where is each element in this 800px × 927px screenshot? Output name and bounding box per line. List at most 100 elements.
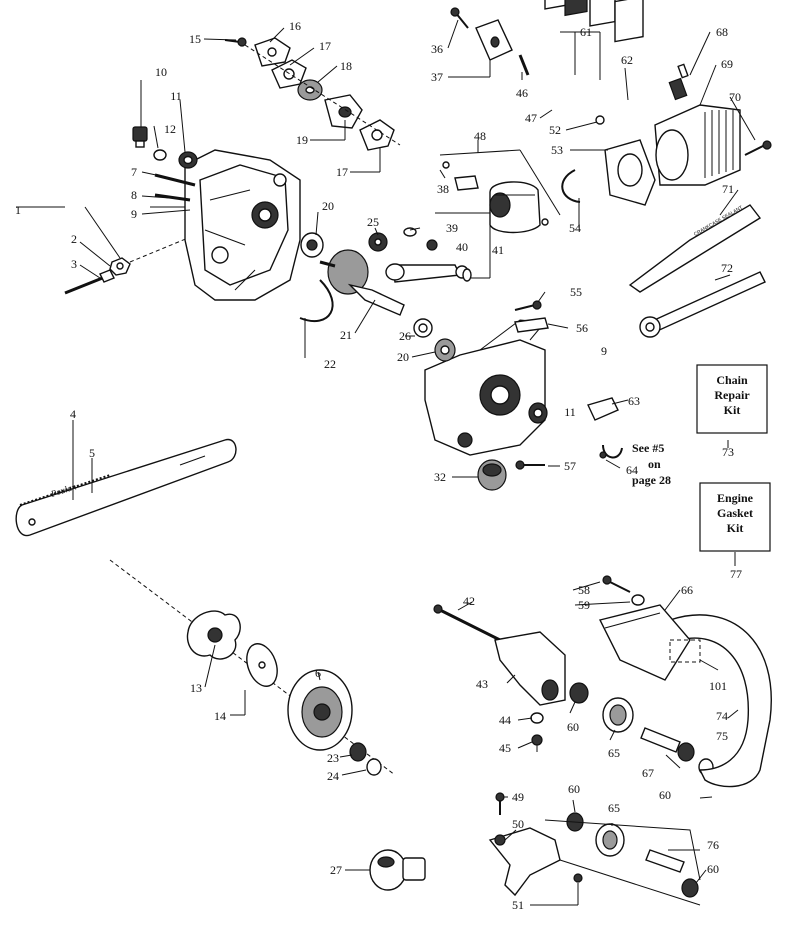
gasket-kit-line-3: Kit — [727, 521, 744, 535]
callout-32: 32 — [434, 470, 446, 484]
callout-23: 23 — [327, 751, 339, 765]
callout-57: 57 — [564, 459, 576, 473]
bearing-20-lower — [434, 338, 456, 362]
callout-16: 16 — [289, 19, 301, 33]
callout-37: 37 — [431, 70, 443, 84]
callout-36: 36 — [431, 42, 443, 56]
callout-11-upper: 11 — [170, 89, 182, 103]
chain-repair-kit-box: Chain Repair Kit — [696, 364, 768, 434]
callout-52: 52 — [549, 123, 561, 137]
bushing-60-b — [677, 742, 695, 762]
leader-lines — [16, 19, 756, 906]
callout-20-upper: 20 — [322, 199, 334, 213]
callout-17-lower: 17 — [336, 165, 348, 179]
callout-26: 26 — [399, 329, 411, 343]
washer-59 — [631, 594, 645, 606]
seal-11-lower — [528, 402, 548, 424]
callout-60-c: 60 — [568, 782, 580, 796]
callout-65-a: 65 — [608, 746, 620, 760]
pin-67 — [640, 727, 681, 753]
callout-65-b: 65 — [608, 801, 620, 815]
screw-45 — [531, 734, 543, 752]
mount-43 — [494, 631, 566, 706]
callout-101: 101 — [709, 679, 727, 693]
callout-54: 54 — [569, 221, 581, 235]
callout-60-b: 60 — [659, 788, 671, 802]
screw-58 — [602, 575, 631, 593]
callout-66: 66 — [681, 583, 693, 597]
pin-38 — [454, 175, 479, 191]
gasket-kit-line-2: Gasket — [717, 506, 753, 520]
front-handle-74 — [669, 614, 772, 788]
adapter-19 — [324, 94, 363, 129]
see-note-line-3: page 28 — [632, 473, 671, 487]
chain-kit-line-2: Repair — [714, 388, 750, 402]
screw-15 — [224, 37, 247, 47]
plate-56 — [514, 317, 549, 333]
sealant-tube-71: CRANKCASE SEALANT — [628, 204, 762, 293]
callout-75: 75 — [716, 729, 728, 743]
callout-19: 19 — [296, 133, 308, 147]
callout-10: 10 — [155, 65, 167, 79]
gasket-kit-line-1: Engine — [717, 491, 754, 505]
pin-76 — [645, 849, 685, 873]
bearing-20-top — [300, 232, 324, 258]
tool-27 — [369, 849, 426, 891]
callout-71: 71 — [722, 182, 734, 196]
retainer-22 — [299, 279, 334, 323]
bracket-outline — [544, 819, 701, 906]
callout-76: 76 — [707, 838, 719, 852]
callout-69: 69 — [721, 57, 733, 71]
chain-kit-line-1: Chain — [716, 373, 748, 387]
seal-11-top — [178, 151, 198, 169]
callout-77: 77 — [730, 567, 742, 581]
callout-12: 12 — [164, 122, 176, 136]
callout-20-lower: 20 — [397, 350, 409, 364]
callout-46: 46 — [516, 86, 528, 100]
crankcase-right-half — [424, 319, 547, 456]
intake-axis-line — [244, 44, 401, 146]
callout-5: 5 — [89, 446, 95, 460]
callout-51: 51 — [512, 898, 524, 912]
screw-49 — [495, 792, 505, 815]
spacer-18 — [297, 79, 323, 101]
see-note-line-2: on — [648, 457, 661, 471]
lever-63 — [587, 397, 619, 421]
crankcase-left-half — [184, 149, 301, 301]
callout-14: 14 — [214, 709, 226, 723]
filter-47 — [544, 0, 588, 17]
callout-58: 58 — [578, 583, 590, 597]
callout-2: 2 — [71, 232, 77, 246]
callout-42: 42 — [463, 594, 475, 608]
callout-60-d: 60 — [707, 862, 719, 876]
callout-4: 4 — [70, 407, 76, 421]
callout-41: 41 — [492, 243, 504, 257]
callout-73: 73 — [722, 445, 734, 459]
washer-12 — [153, 149, 167, 161]
bolt-3 — [64, 269, 115, 295]
bearing-40 — [426, 239, 438, 251]
pin-46 — [518, 54, 530, 76]
callout-60-a: 60 — [567, 720, 579, 734]
sprocket-32 — [477, 459, 507, 491]
spark-plug-68 — [668, 63, 689, 101]
bearing-25 — [368, 232, 388, 252]
gasket-17-lower — [359, 119, 395, 151]
assembly-line — [129, 237, 189, 263]
clip-38 — [442, 161, 450, 169]
callout-9-upper: 9 — [131, 207, 137, 221]
ring-54 — [561, 169, 581, 203]
clip-64 — [599, 444, 623, 459]
callout-21: 21 — [340, 328, 352, 342]
callout-27: 27 — [330, 863, 342, 877]
bearing-23 — [349, 742, 367, 762]
callout-22: 22 — [324, 357, 336, 371]
nut-2-washer — [109, 257, 131, 276]
engine-gasket-kit-box: Engine Gasket Kit — [699, 482, 771, 552]
bolt-57 — [515, 460, 545, 470]
callout-64: 64 — [626, 463, 638, 477]
drum-6 — [287, 669, 353, 751]
washer-39 — [403, 227, 417, 237]
